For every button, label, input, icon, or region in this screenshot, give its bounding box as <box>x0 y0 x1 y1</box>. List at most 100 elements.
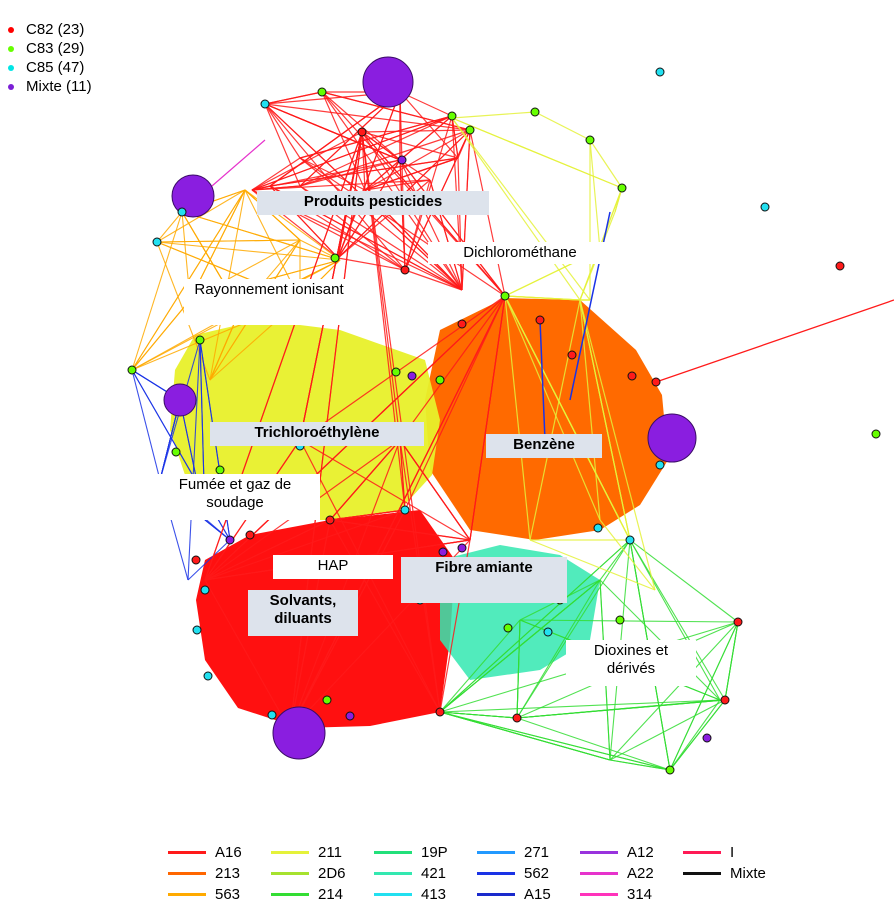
legend-label: 2D6 <box>318 865 346 882</box>
edge-a16-core <box>361 131 401 441</box>
network-node <box>225 535 235 545</box>
network-node <box>195 335 205 345</box>
edge-a16 <box>337 257 406 271</box>
group-legend-item: C83 (29) <box>8 39 92 58</box>
edge-a16 <box>321 91 401 161</box>
edge-a16 <box>251 185 301 191</box>
edge-211 <box>589 139 623 189</box>
legend-dot <box>8 26 14 33</box>
legend-label: 19P <box>421 844 448 861</box>
edge-a16-core <box>329 509 406 521</box>
network-node <box>503 623 513 633</box>
network-node <box>512 713 522 723</box>
legend-swatch <box>374 872 412 875</box>
edge-563 <box>181 211 341 261</box>
network-node <box>655 67 665 77</box>
network-node <box>720 695 730 705</box>
network-node <box>447 111 457 121</box>
legend-swatch <box>271 872 309 875</box>
network-node <box>200 585 210 595</box>
group-legend-item: C82 (23) <box>8 20 92 39</box>
edge-legend-item: A15 <box>477 884 580 905</box>
network-node <box>465 125 475 135</box>
cluster-benzene <box>425 298 668 540</box>
legend-label: 421 <box>421 865 447 882</box>
legend-swatch <box>477 872 515 875</box>
cluster-trichloroethylene <box>170 320 440 520</box>
edge-214 <box>629 539 721 701</box>
edge-214 <box>609 699 726 761</box>
edge-a16 <box>457 129 471 159</box>
edge-a16 <box>299 157 506 297</box>
edge-214 <box>724 621 739 701</box>
label-trichloroethylene: Trichloroéthylène <box>210 422 424 446</box>
network-node <box>391 367 401 377</box>
edge-legend-item: 213 <box>168 863 271 884</box>
legend-label: C85 (47) <box>26 59 85 76</box>
edge-214 <box>516 619 521 719</box>
legend-label: I <box>730 844 735 861</box>
edge-214 <box>439 711 671 771</box>
edge-214 <box>669 621 739 771</box>
legend-label: 562 <box>524 865 550 882</box>
network-node <box>457 319 467 329</box>
legend-label: A12 <box>627 844 654 861</box>
edge-211-right <box>579 299 631 541</box>
edge-legend-item: A16 <box>168 842 271 863</box>
legend-label: A22 <box>627 865 654 882</box>
group-legend-item: Mixte (11) <box>8 77 92 96</box>
edge-214 <box>439 619 521 713</box>
edge-a16-core <box>289 439 401 731</box>
network-node <box>438 547 448 557</box>
network-node <box>457 543 467 553</box>
legend-label: Mixte (11) <box>26 78 92 95</box>
legend-swatch <box>168 893 206 896</box>
edge-214 <box>439 711 611 761</box>
edge-211 <box>451 117 591 301</box>
edge-214 <box>439 711 518 719</box>
legend-swatch <box>580 851 618 854</box>
edge-legend-item: Mixte <box>683 863 786 884</box>
edge-562 <box>187 339 201 581</box>
edge-legend: A16 211 19P 271 A12 I 213 2D6 421 562 A2… <box>168 842 786 905</box>
legend-label: 213 <box>215 865 241 882</box>
edge-a16 <box>299 115 453 187</box>
edge-563 <box>156 189 246 243</box>
label-dichloromethane: Dichlorométhane <box>428 242 612 264</box>
legend-dot <box>8 45 14 52</box>
legend-label: 271 <box>524 844 550 861</box>
network-node <box>152 237 162 247</box>
network-node <box>500 291 510 301</box>
network-node <box>733 617 743 627</box>
legend-swatch <box>580 893 618 896</box>
legend-label: A15 <box>524 886 551 903</box>
network-node <box>357 127 367 137</box>
edge-a16-core <box>204 579 291 731</box>
edge-a16 <box>364 129 471 191</box>
label-hap: HAP <box>273 555 393 579</box>
network-node <box>530 107 540 117</box>
network-node <box>593 523 603 533</box>
network-node <box>627 371 637 381</box>
network-node <box>871 429 881 439</box>
legend-swatch <box>683 872 721 875</box>
legend-swatch <box>374 851 412 854</box>
network-node <box>192 625 202 635</box>
edge-legend-item: 563 <box>168 884 271 905</box>
network-node <box>397 155 407 165</box>
edge-214 <box>516 699 726 719</box>
edge-211 <box>534 111 591 141</box>
edge-211-right <box>579 299 656 591</box>
edge-a16-core <box>204 519 331 581</box>
edge-a16 <box>399 159 506 297</box>
legend-label: A16 <box>215 844 242 861</box>
edge-legend-item: 562 <box>477 863 580 884</box>
edge-211 <box>451 111 536 119</box>
network-node <box>543 627 553 637</box>
edge-legend-item: I <box>683 842 786 863</box>
edge-legend-item: 271 <box>477 842 580 863</box>
edge-214 <box>516 717 671 771</box>
edge-562 <box>187 539 231 581</box>
